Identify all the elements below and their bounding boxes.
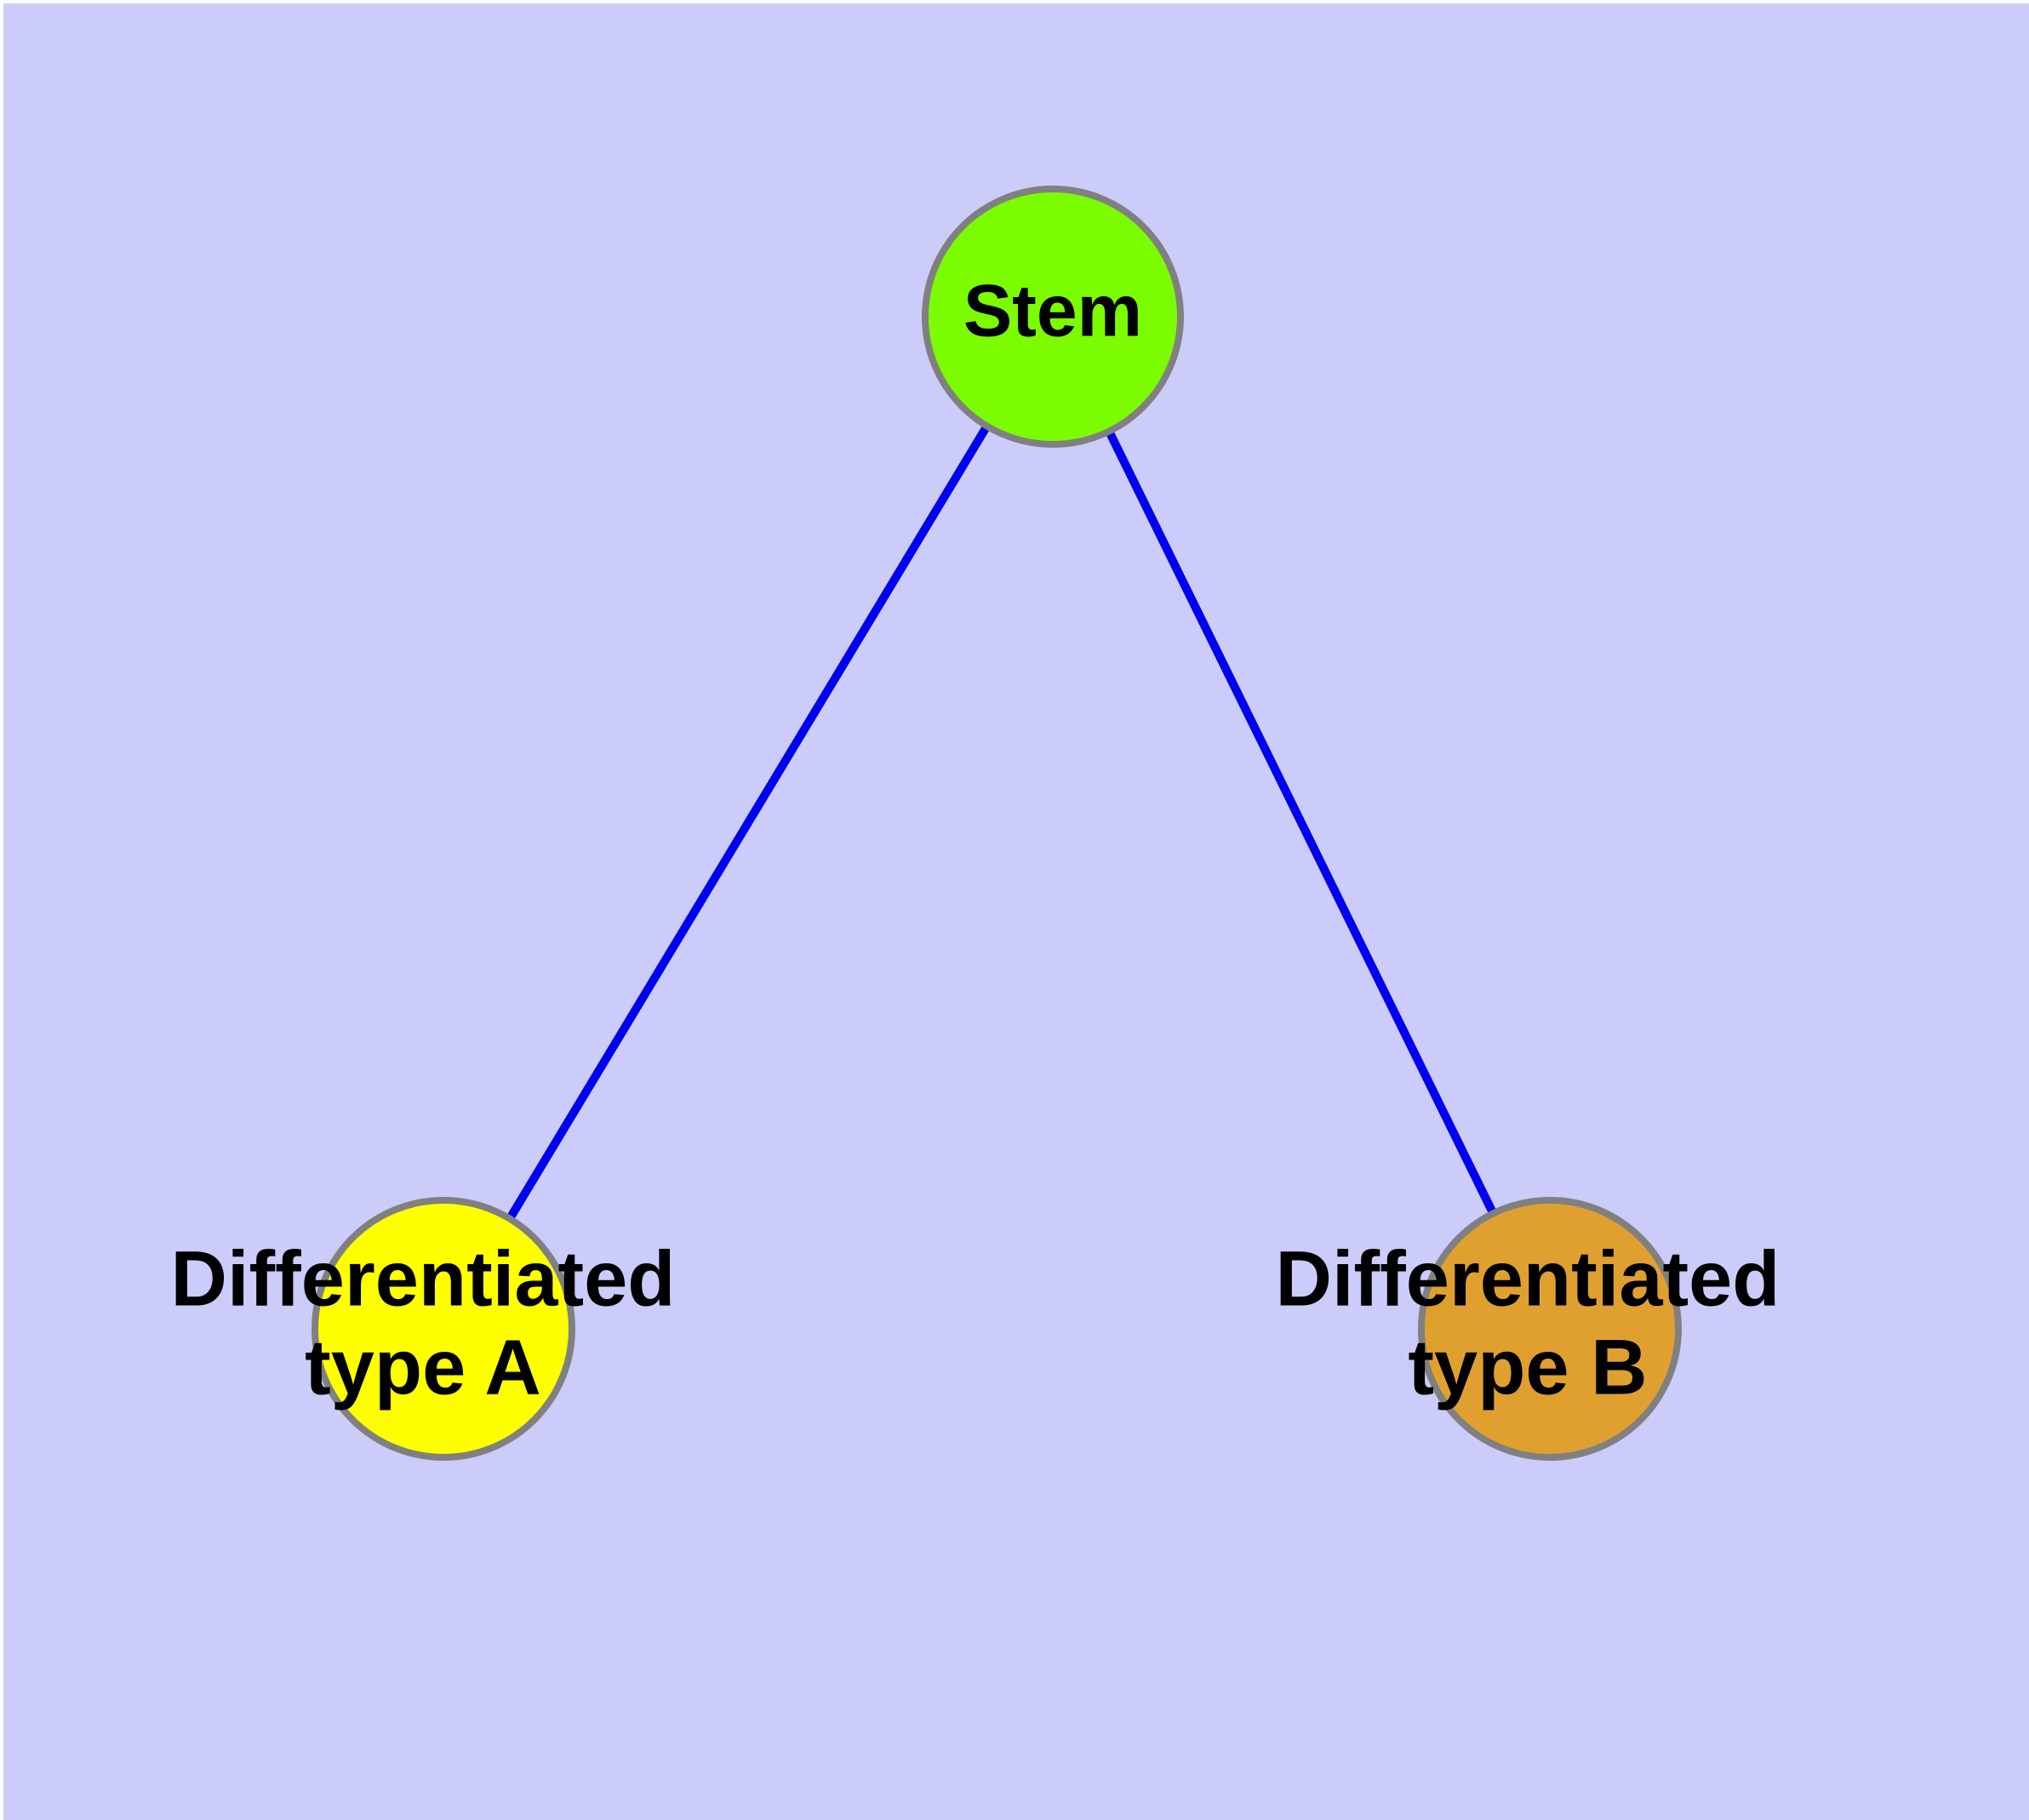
node-differentiated-type-a-circle[interactable] (311, 1197, 575, 1461)
node-differentiated-type-b-label-line-2: type B (1408, 1324, 1647, 1411)
node-differentiated-type-a-label-line-2: type A (305, 1324, 541, 1411)
node-differentiated-type-b-label-line-1: Differentiated (1276, 1235, 1780, 1322)
node-differentiated-type-a-label-line-1: Differentiated (171, 1235, 676, 1322)
edge-stem-to-differentiated-type-b[interactable] (1049, 314, 1554, 1331)
edges-layer (439, 314, 1554, 1331)
nodes-layer: Stem (311, 186, 1682, 1461)
node-differentiated-type-a[interactable] (311, 1197, 575, 1461)
node-differentiated-type-b-circle[interactable] (1418, 1197, 1682, 1461)
node-stem[interactable]: Stem (922, 186, 1184, 448)
node-stem-circle[interactable] (922, 186, 1184, 448)
node-differentiated-type-b[interactable] (1418, 1197, 1682, 1461)
node-stem-label: Stem (963, 271, 1142, 352)
labels-layer: Differentiated type A Differentiated typ… (171, 1235, 1780, 1411)
edge-stem-to-differentiated-type-a[interactable] (439, 314, 1057, 1331)
